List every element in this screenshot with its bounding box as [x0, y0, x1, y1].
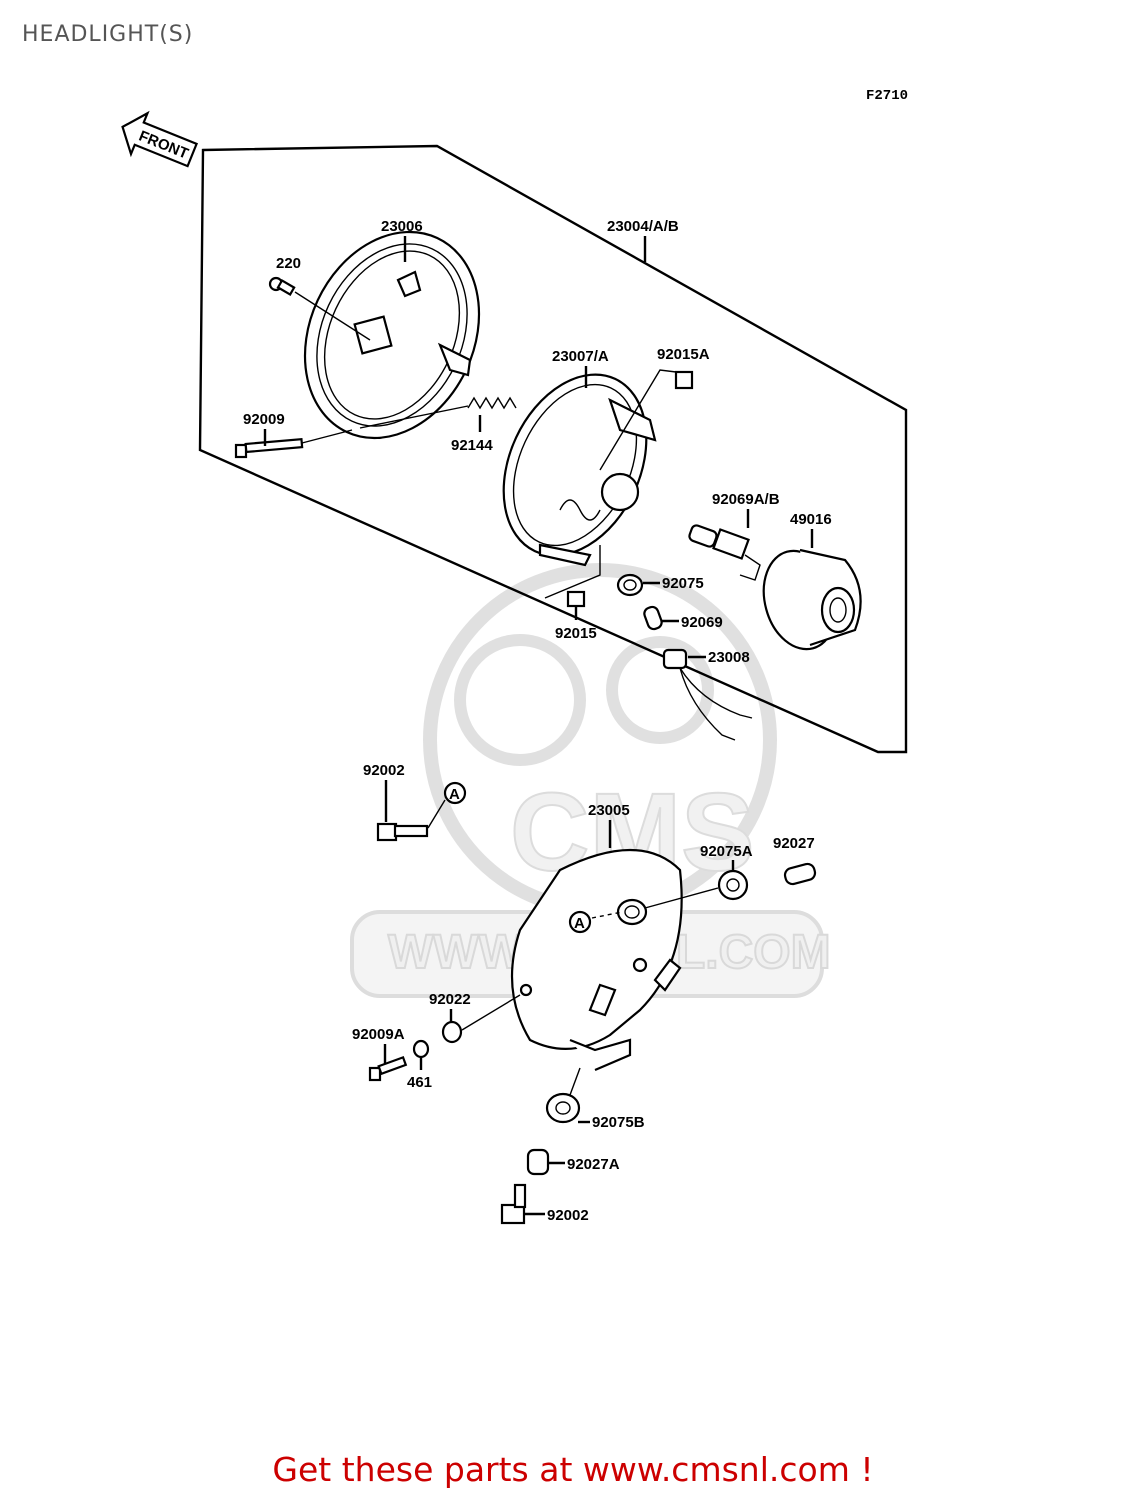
label-92027a: 92027A [567, 1156, 620, 1173]
screw-92002-lower [500, 1183, 527, 1225]
ref-circle-lower: A [568, 910, 592, 934]
label-92022: 92022 [429, 991, 471, 1008]
label-23006: 23006 [381, 218, 423, 235]
label-220: 220 [276, 255, 301, 272]
socket-23008 [662, 648, 753, 741]
page-title: HEADLIGHT(S) [22, 22, 194, 47]
spring-92144 [359, 396, 517, 429]
screw-220 [268, 276, 371, 341]
label-92069: 92069 [681, 614, 723, 631]
figure-code: F2710 [866, 88, 908, 104]
bulb-92069 [643, 605, 663, 631]
footer-link[interactable]: Get these parts at www.cmsnl.com ! [272, 1450, 874, 1489]
label-461: 461 [407, 1074, 432, 1091]
headlight-rim [303, 230, 481, 440]
clip-92015 [544, 545, 601, 608]
label-92009: 92009 [243, 411, 285, 428]
headlight-shell [510, 848, 683, 1072]
assembly-boundary [198, 144, 908, 754]
screw-92002-upper [376, 822, 429, 842]
label-92015a: 92015A [657, 346, 710, 363]
label-23005: 23005 [588, 802, 630, 819]
label-92009a: 92009A [352, 1026, 405, 1043]
label-23007: 23007/A [552, 348, 609, 365]
headlight-reflector [502, 373, 657, 567]
label-23004: 23004/A/B [607, 218, 679, 235]
clip-92015a [599, 369, 694, 471]
grommet-92075a [644, 869, 749, 909]
label-49016: 49016 [790, 511, 832, 528]
grommet-92075b [545, 1067, 581, 1124]
label-92002-upper: 92002 [363, 762, 405, 779]
collar-92027 [783, 862, 817, 886]
screw-92009a [368, 1055, 408, 1082]
label-92027: 92027 [773, 835, 815, 852]
label-92075: 92075 [662, 575, 704, 592]
ref-circle-upper: A [427, 781, 467, 829]
part-labels: 23006 23004/A/B 220 23007/A 92015A 92009… [243, 218, 832, 1224]
collar-92027a [526, 1148, 550, 1176]
label-92144: 92144 [451, 437, 493, 454]
front-arrow-icon: FRONT [121, 110, 199, 168]
ref-a-upper: A [449, 786, 460, 803]
label-92075a: 92075A [700, 843, 753, 860]
nut-461 [412, 1039, 430, 1059]
parts-diagram: CMS WWW.CMSNL.COM F2710 FRONT [121, 88, 908, 1225]
label-92015: 92015 [555, 625, 597, 642]
grommet-92075 [616, 573, 644, 597]
screw-92009 [234, 429, 353, 459]
ref-a-lower: A [574, 915, 585, 932]
label-92002-lower: 92002 [547, 1207, 589, 1224]
bulb-cover-49016 [762, 548, 862, 651]
label-23008: 23008 [708, 649, 750, 666]
bulb-92069ab [688, 524, 761, 581]
label-92075b: 92075B [592, 1114, 645, 1131]
label-92069ab: 92069A/B [712, 491, 780, 508]
